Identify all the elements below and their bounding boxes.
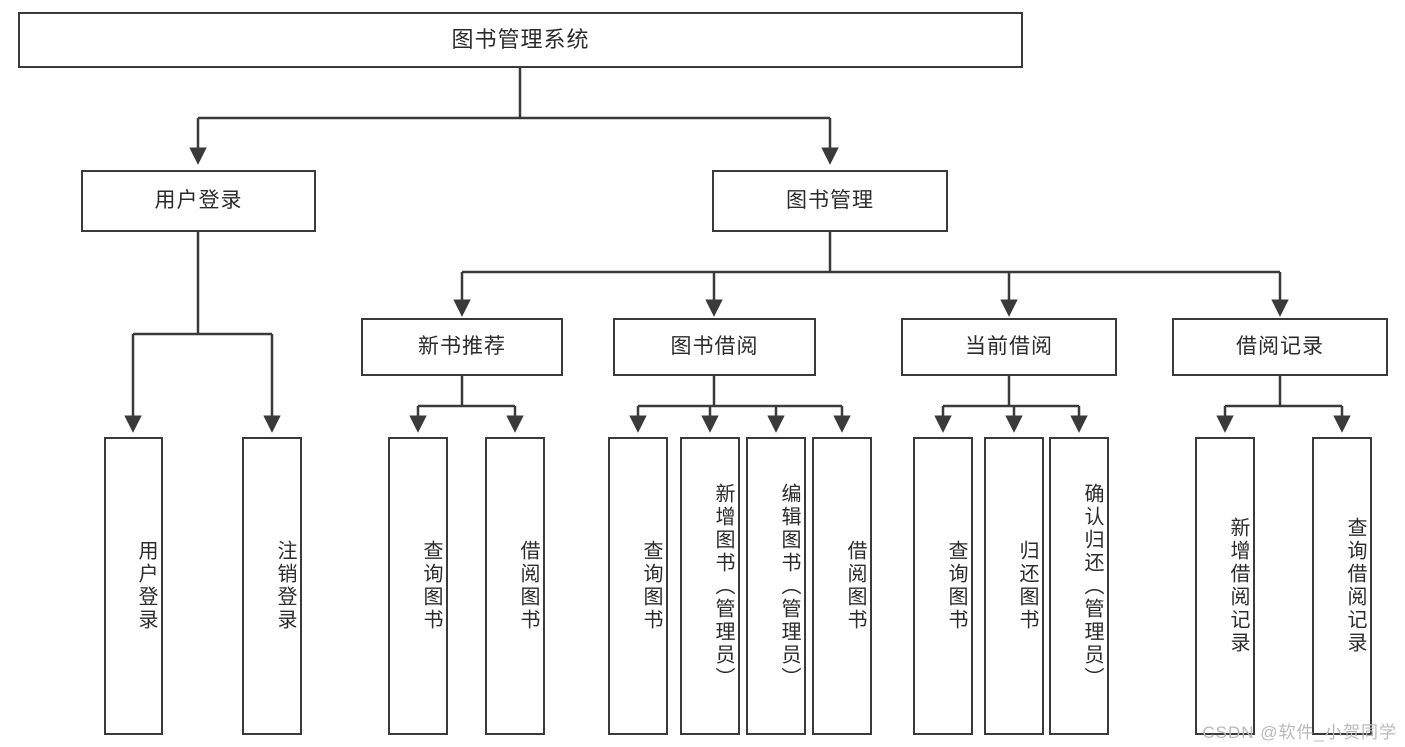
node-leaf-borrow-book-2[interactable]: 借阅图书 <box>812 437 872 735</box>
leaf-label: 查询图书 <box>945 540 967 632</box>
node-leaf-return-book[interactable]: 归还图书 <box>984 437 1044 735</box>
node-borrow-record[interactable]: 借阅记录 <box>1172 318 1388 376</box>
node-book-manage[interactable]: 图书管理 <box>712 170 948 232</box>
node-leaf-query-book-3[interactable]: 查询图书 <box>913 437 973 735</box>
node-new-book-rec[interactable]: 新书推荐 <box>361 318 563 376</box>
node-leaf-query-record[interactable]: 查询借阅记录 <box>1312 437 1372 735</box>
node-book-borrow[interactable]: 图书借阅 <box>613 318 816 376</box>
node-leaf-user-login[interactable]: 用户登录 <box>104 437 163 735</box>
node-leaf-query-book-2[interactable]: 查询图书 <box>608 437 668 735</box>
leaf-label: 新增图书（管理员） <box>712 482 734 690</box>
leaf-label: 用户登录 <box>135 540 157 632</box>
node-leaf-add-book[interactable]: 新增图书（管理员） <box>680 437 740 735</box>
node-leaf-confirm-return[interactable]: 确认归还（管理员） <box>1049 437 1109 735</box>
leaf-label: 归还图书 <box>1016 540 1038 632</box>
leaf-label: 查询借阅记录 <box>1344 517 1366 655</box>
node-leaf-add-record[interactable]: 新增借阅记录 <box>1195 437 1255 735</box>
leaf-label: 编辑图书（管理员） <box>778 482 800 690</box>
leaf-label: 查询图书 <box>420 540 442 632</box>
leaf-label: 查询图书 <box>640 540 662 632</box>
node-leaf-query-book-1[interactable]: 查询图书 <box>388 437 448 735</box>
node-current-borrow[interactable]: 当前借阅 <box>901 318 1117 376</box>
node-user-login[interactable]: 用户登录 <box>81 170 316 232</box>
leaf-label: 借阅图书 <box>844 540 866 632</box>
node-leaf-borrow-book-1[interactable]: 借阅图书 <box>485 437 545 735</box>
leaf-label: 新增借阅记录 <box>1227 517 1249 655</box>
leaf-label: 借阅图书 <box>517 540 539 632</box>
csdn-watermark: CSDN @软件_小贺同学 <box>1202 723 1397 742</box>
node-leaf-user-logout[interactable]: 注销登录 <box>242 437 302 735</box>
node-leaf-edit-book[interactable]: 编辑图书（管理员） <box>746 437 806 735</box>
leaf-label: 确认归还（管理员） <box>1081 482 1103 690</box>
leaf-label: 注销登录 <box>274 540 296 632</box>
node-root[interactable]: 图书管理系统 <box>18 12 1023 68</box>
